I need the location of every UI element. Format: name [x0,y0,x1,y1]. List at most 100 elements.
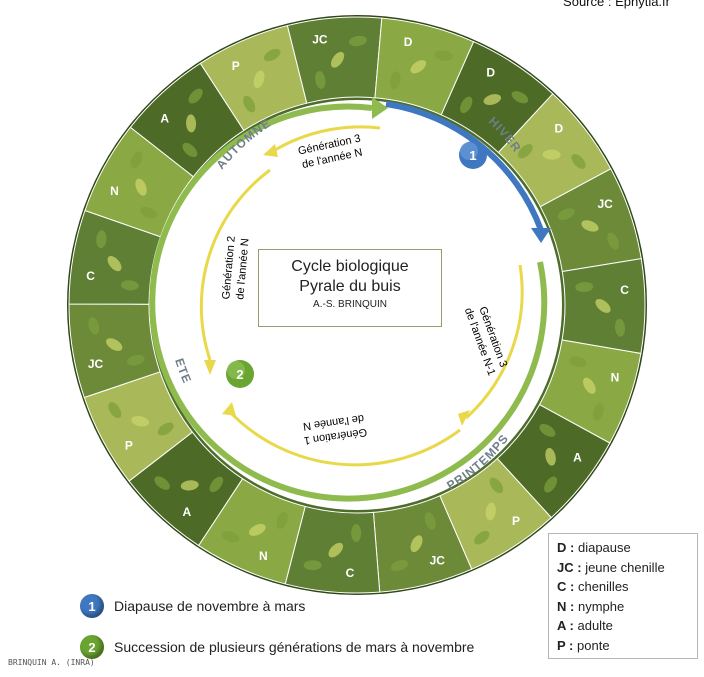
stage-label: A [160,111,169,125]
stage-label: C [620,283,629,297]
gen3-n-arrow [274,125,381,152]
leaf-highlight [460,96,473,114]
stage-label: N [259,549,268,563]
leaf-highlight [108,402,122,419]
legend-row: P : ponte [557,637,610,653]
winter-arrowhead [531,228,551,243]
leaf-highlight [328,542,344,558]
gen3-n1-arrow [464,264,524,420]
leaf-highlight [186,114,197,133]
leaf-highlight [571,154,586,169]
leaf-highlight [107,256,122,272]
leaf-highlight [390,71,401,90]
leaf-highlight [593,403,604,421]
stage-label: C [346,566,355,580]
leaf-highlight [96,230,107,249]
leaf-highlight [595,298,611,313]
legend-row: A : adulte [557,618,613,633]
legend-row: C : chenilles [557,579,629,594]
leaf-highlight [140,206,158,219]
note-2-text: Succession de plusieurs générations de m… [114,639,475,655]
leaf-highlight [154,476,170,490]
leaf-highlight [349,35,367,47]
stage-label: A [183,505,192,519]
leaf-highlight [434,50,453,61]
leaf-highlight [221,531,240,543]
leaf-highlight [607,232,620,250]
leaf-highlight [390,559,409,572]
center-title-box: Cycle biologique Pyrale du buis A.-S. BR… [258,249,442,327]
leaf-highlight [157,422,174,436]
svg-text:de l'année N: de l'année N [234,238,251,300]
leaf-highlight [545,447,556,466]
stage-label: P [125,439,133,453]
stage-label: JC [312,33,328,47]
stage-label: JC [88,357,104,371]
leaf-highlight [569,356,587,368]
leaf-highlight [557,208,575,221]
leaf-highlight [135,178,147,196]
leaf-highlight [130,151,143,169]
leaf-highlight [542,149,561,160]
svg-text:Génération 2: Génération 2 [220,236,237,300]
leaf-highlight [539,423,556,437]
leaf-highlight [410,535,423,553]
marker-2: 2 [226,360,254,388]
legend-row: N : nymphe [557,598,625,614]
photo-credit: BRINQUIN A. (INRA) [8,658,95,667]
leaf-highlight [303,560,322,571]
green-arrowhead [372,97,388,119]
leaf-highlight [180,480,199,491]
leaf-highlight [315,71,326,89]
leaf-highlight [126,354,145,366]
legend-row: D : diapause [557,540,631,555]
leaf-highlight [330,51,345,68]
stage-label: P [232,59,240,73]
stage-label: N [110,184,119,198]
leaf-highlight [410,60,427,74]
stage-label: JC [598,197,614,211]
leaf-highlight [243,95,256,113]
note-2-number: 2 [80,635,104,659]
leaf-highlight [276,511,288,530]
stage-label: D [404,35,413,49]
legend-row: JC : jeune chenille [557,559,665,575]
leaf-highlight [424,512,436,530]
stage-label: D [486,66,495,80]
stage-label: JC [430,554,446,568]
center-title-line2: Pyrale du buis [299,278,401,295]
leaf-highlight [581,220,599,232]
leaf-highlight [182,142,198,158]
stage-label: P [512,514,520,528]
leaf-highlight [614,318,626,337]
gen3-n-arrowhead [263,144,278,157]
leaf-highlight [511,91,529,104]
leaf-highlight [248,523,266,536]
leaf-highlight [489,477,504,494]
gen1-n-arrow [226,408,461,467]
marker-1: 1 [459,141,487,169]
leaf-highlight [544,476,558,493]
leaf-highlight [483,94,502,105]
leaf-highlight [575,281,594,293]
leaf-highlight [485,502,496,521]
leaf-highlight [88,317,100,335]
gen2-n-arrow [199,168,271,361]
gen1-n-arrowhead [222,402,236,416]
source-credit: Source : Ephytia.fr [563,0,670,9]
leaf-highlight [583,377,596,394]
gen2-n-label: Génération 2 de l'année N [220,236,251,301]
leaf-highlight [188,88,203,104]
note-2: 2 Succession de plusieurs générations de… [80,635,474,659]
stage-label: A [573,450,582,464]
leaf-highlight [120,280,139,291]
stage-label: N [611,371,620,385]
gen3-n1-arrowhead [458,410,470,426]
svg-text:2: 2 [236,367,243,382]
stage-label: D [555,122,564,136]
note-1: 1 Diapause de novembre à mars [80,594,305,618]
leaf-highlight [517,144,533,159]
leaf-highlight [131,416,150,427]
note-1-number: 1 [80,594,104,618]
